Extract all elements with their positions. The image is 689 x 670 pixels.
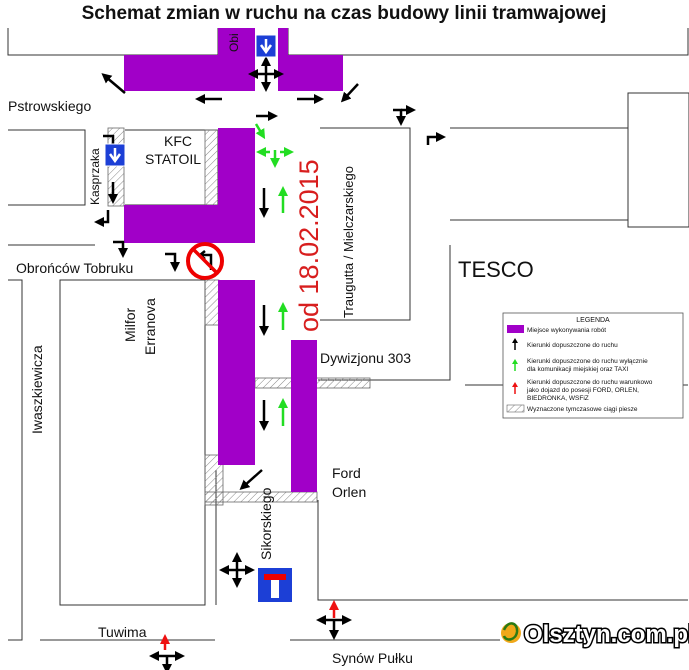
place-tesco: TESCO: [458, 257, 534, 282]
ped-path-west-upper: [204, 129, 220, 206]
block-tesco: [450, 127, 629, 221]
legend-item-allowed: Kierunki dopuszczone do ruchu: [527, 342, 618, 349]
place-statoil: STATOIL: [145, 151, 201, 167]
street-tuwima: Tuwima: [98, 624, 147, 640]
block-traugutta: [320, 127, 411, 321]
street-milfor: Milfor: [122, 307, 138, 342]
legend-item-works: Miejsce wykonywania robót: [527, 327, 606, 334]
place-ford: Ford: [332, 465, 361, 481]
sign-dead-end: [258, 568, 292, 602]
block-milfor: [59, 279, 206, 606]
legend-item-cond-2: jako dojazd do posesji FORD, ORLEN,: [526, 387, 639, 394]
work-zone-top-right: [278, 55, 343, 91]
work-zones: [124, 28, 343, 492]
legend: LEGENDA Miejsce wykonywania robót Kierun…: [502, 312, 684, 419]
place-kfc: KFC: [164, 133, 192, 149]
arrow-black-9: [239, 469, 263, 490]
arrow-black-12: [94, 210, 110, 227]
arrows-cross: [149, 56, 352, 670]
ped-path-bottom-h: [204, 491, 318, 503]
street-iwaszkiewicza: Iwaszkiewicza: [29, 345, 45, 434]
arrow-black-14: [165, 252, 180, 272]
arrow-green-4: [254, 123, 266, 140]
block-right-strip: [627, 92, 689, 228]
work-zone-obi-r: [278, 28, 288, 91]
arrow-black-15: [426, 132, 446, 145]
ped-path-west-lower: [204, 279, 220, 326]
site-logo: Olsztyn.com.pl: [501, 620, 689, 650]
arrow-black-13: [113, 240, 128, 258]
work-zone-obi-l: [218, 28, 255, 91]
arrow-black-16: [393, 108, 406, 126]
work-zone-kfc-south: [124, 205, 255, 243]
ped-path-kasprzaka: [107, 127, 125, 207]
street-sikorskiego: Sikorskiego: [258, 487, 274, 560]
street-erranova: Erranova: [142, 298, 158, 355]
street-obi: Obi: [227, 33, 241, 52]
logo-text: Olsztyn.com.pl: [524, 621, 689, 648]
block-lower-right: [317, 500, 688, 601]
legend-item-bus-2: dla komunikacji miejskiej oraz TAXI: [527, 366, 628, 373]
sign-one-way-obi: [255, 34, 277, 58]
legend-item-bus-1: Kierunki dopuszczone do ruchu wyłącznie: [527, 358, 648, 365]
street-traugutta: Traugutta / Mielczarskiego: [341, 166, 356, 318]
map-title: Schemat zmian w ruchu na czas budowy lin…: [82, 3, 607, 24]
block-iwaszkiewicza: [8, 279, 23, 641]
legend-title: LEGENDA: [576, 317, 610, 324]
arrow-black-1: [101, 73, 126, 94]
legend-item-cond-3: BIEDRONKA, WSFiZ: [527, 395, 589, 402]
legend-item-cond-1: Kierunki dopuszczone do ruchu warunkowo: [527, 379, 653, 386]
date-stamp: od 18.02.2015: [294, 159, 324, 332]
place-orlen: Orlen: [332, 484, 366, 500]
traffic-arrows: [94, 56, 446, 670]
sign-no-left-turn: [186, 242, 224, 280]
arrows-green: [254, 123, 294, 426]
work-zone-east: [291, 340, 317, 492]
street-dywizjonu: Dywizjonu 303: [320, 350, 411, 366]
work-zone-west-lower: [218, 280, 255, 465]
street-pstrowskiego: Pstrowskiego: [8, 98, 91, 114]
arrows-black: [94, 73, 446, 490]
legend-item-ped: Wyznaczone tymczasowe ciągi piesze: [527, 406, 638, 413]
arrows-red: [160, 600, 339, 650]
block-top-left: [7, 28, 219, 56]
arrow-black-4: [340, 83, 359, 103]
block-top-right: [287, 28, 689, 56]
block-upper-left: [8, 129, 86, 206]
street-obroncow: Obrońców Tobruku: [16, 260, 133, 276]
street-kasprzaka: Kasprzaka: [88, 148, 102, 205]
sign-one-way-kasprzaka: [104, 143, 126, 167]
street-synow: Synów Pułku: [332, 650, 413, 666]
